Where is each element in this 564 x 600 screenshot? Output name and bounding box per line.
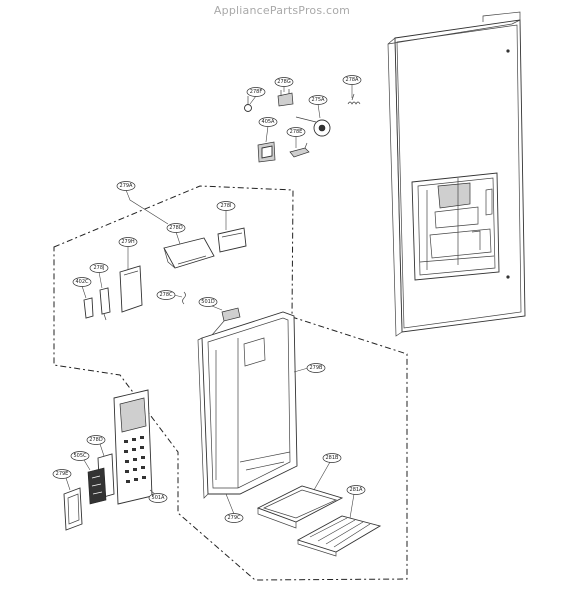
- callout-label-278i: 278I: [220, 203, 231, 209]
- callout-501d: 501D: [198, 297, 218, 307]
- part-278d-housing[interactable]: [163, 237, 215, 269]
- callout-278a: 278A: [342, 75, 362, 85]
- callout-275a: 275A: [308, 95, 328, 105]
- callout-label-278j: 278J: [93, 265, 104, 271]
- callout-label-275a: 275A: [312, 97, 326, 103]
- callout-label-281b: 281B: [326, 455, 340, 461]
- part-505c-board[interactable]: [87, 467, 107, 505]
- part-501d-sensor[interactable]: [211, 307, 241, 336]
- part-281b-drip-tray[interactable]: [256, 485, 344, 529]
- callout-label-278d: 278D: [169, 225, 183, 231]
- callout-label-278c: 278C: [159, 292, 173, 298]
- callout-label-279b: 279B: [310, 365, 324, 371]
- watermark-text: AppliancePartsPros.com: [213, 4, 351, 17]
- part-278i-cover[interactable]: [217, 227, 247, 253]
- part-278j-clip[interactable]: [99, 287, 111, 321]
- callout-278d: 278D: [166, 223, 186, 233]
- leader-lines: [65, 84, 355, 519]
- callout-label-279e: 279E: [56, 471, 69, 477]
- callout-label-505c: 505C: [73, 453, 87, 459]
- callout-278e: 278E: [286, 127, 306, 137]
- callout-278i: 278I: [216, 201, 236, 211]
- callout-402c: 402C: [72, 277, 92, 287]
- callout-279h: 279H: [118, 237, 138, 247]
- callout-278d-lower: 278D: [86, 435, 106, 445]
- callout-label-278d-lower: 278D: [89, 437, 103, 443]
- part-278g-bracket[interactable]: [277, 89, 294, 107]
- part-501a-control-panel[interactable]: [113, 389, 153, 505]
- callout-label-279a: 279A: [120, 183, 134, 189]
- callout-label-278f: 278F: [250, 89, 263, 95]
- callout-505c: 505C: [70, 451, 90, 461]
- part-402c-switch[interactable]: [83, 297, 94, 319]
- part-281a-grille[interactable]: [296, 515, 382, 557]
- callout-label-405a: 405A: [262, 119, 276, 125]
- part-405a-solenoid[interactable]: [257, 141, 276, 163]
- callout-501a: 501A: [148, 493, 168, 503]
- part-278f-screw[interactable]: [244, 96, 252, 112]
- part-275a-motor[interactable]: [295, 116, 331, 137]
- part-279h-panel[interactable]: [119, 265, 143, 313]
- callout-label-281a: 281A: [350, 487, 364, 493]
- callout-278g: 278G: [274, 77, 294, 87]
- callout-279e: 279E: [52, 469, 72, 479]
- callout-279b: 279B: [306, 363, 326, 373]
- refrigerator-door[interactable]: [387, 11, 526, 337]
- callout-405a: 405A: [258, 117, 278, 127]
- callout-label-501d: 501D: [201, 299, 215, 305]
- callout-278j: 278J: [89, 263, 109, 273]
- part-278a-spring[interactable]: [347, 93, 361, 105]
- callout-label-501a: 501A: [152, 495, 166, 501]
- part-278c-spring[interactable]: [182, 291, 186, 305]
- part-278e-lever[interactable]: [289, 142, 310, 158]
- callout-label-278e: 278E: [290, 129, 303, 135]
- assembly-boundary-line: [53, 185, 408, 581]
- part-279e-button[interactable]: [63, 487, 83, 531]
- callout-278f: 278F: [246, 87, 266, 97]
- callout-281a: 281A: [346, 485, 366, 495]
- callout-label-278g: 278G: [277, 79, 291, 85]
- part-279b-dispenser-body[interactable]: [197, 311, 298, 499]
- callout-label-279c: 279C: [227, 515, 241, 521]
- callout-281b: 281B: [322, 453, 342, 463]
- callout-label-402c: 402C: [75, 279, 89, 285]
- callout-label-279h: 279H: [121, 239, 135, 245]
- callout-278c: 278C: [156, 290, 176, 300]
- callout-279c: 279C: [224, 513, 244, 523]
- callout-279a: 279A: [116, 181, 136, 191]
- callout-label-278a: 278A: [346, 77, 360, 83]
